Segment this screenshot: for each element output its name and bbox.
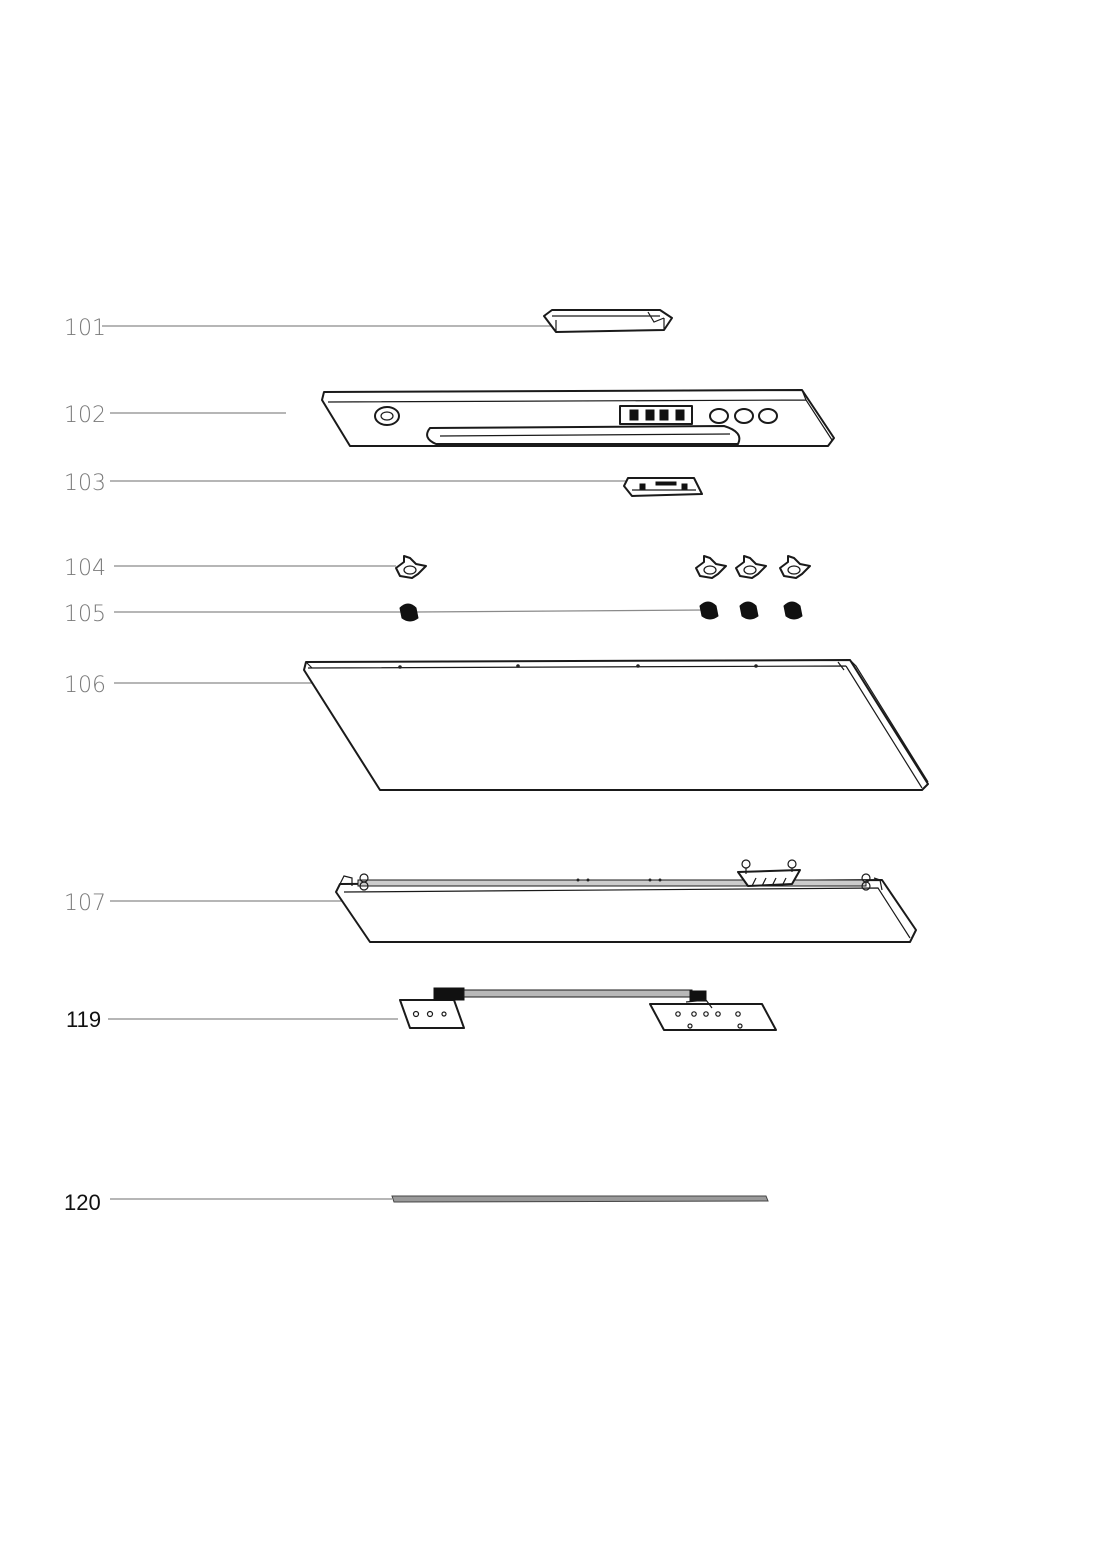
callout-119: 119 xyxy=(66,1007,398,1032)
callout-label-104: 104 xyxy=(64,556,106,581)
callout-label-106: 106 xyxy=(64,673,106,698)
callout-104: 104 xyxy=(64,556,396,581)
callout-107: 107 xyxy=(64,891,370,916)
callout-label-101: 101 xyxy=(64,316,106,341)
knob-holder-1 xyxy=(395,555,427,579)
part-103-display-bracket xyxy=(623,477,703,497)
part-105-buttons xyxy=(399,601,803,622)
button-cap-2 xyxy=(699,601,719,620)
part-107-inner-frame xyxy=(335,859,917,943)
leader-line-105-extension xyxy=(415,609,705,613)
knob-holder-3 xyxy=(735,555,767,579)
knob-holder-4 xyxy=(779,555,811,579)
part-102-control-panel xyxy=(321,389,835,447)
callout-120: 120 xyxy=(64,1190,392,1215)
callout-label-105: 105 xyxy=(64,602,106,627)
part-119-control-board xyxy=(399,987,777,1031)
callout-label-102: 102 xyxy=(64,403,106,428)
callout-105: 105 xyxy=(64,602,705,627)
callout-label-107: 107 xyxy=(64,891,106,916)
callout-106: 106 xyxy=(64,673,370,698)
part-104-knob-holders xyxy=(395,555,811,579)
callout-label-119: 119 xyxy=(66,1007,101,1032)
button-cap-3 xyxy=(739,601,759,620)
part-106-cover-plate xyxy=(303,659,929,791)
callout-label-103: 103 xyxy=(64,471,106,496)
button-cap-4 xyxy=(783,601,803,620)
part-120-strip xyxy=(391,1195,769,1203)
callout-103: 103 xyxy=(64,471,628,496)
callout-label-120: 120 xyxy=(64,1190,101,1215)
knob-holder-2 xyxy=(695,555,727,579)
callout-102: 102 xyxy=(64,403,286,428)
part-101-bracket xyxy=(543,309,673,333)
callout-101: 101 xyxy=(64,316,552,341)
button-cap-1 xyxy=(399,603,419,622)
